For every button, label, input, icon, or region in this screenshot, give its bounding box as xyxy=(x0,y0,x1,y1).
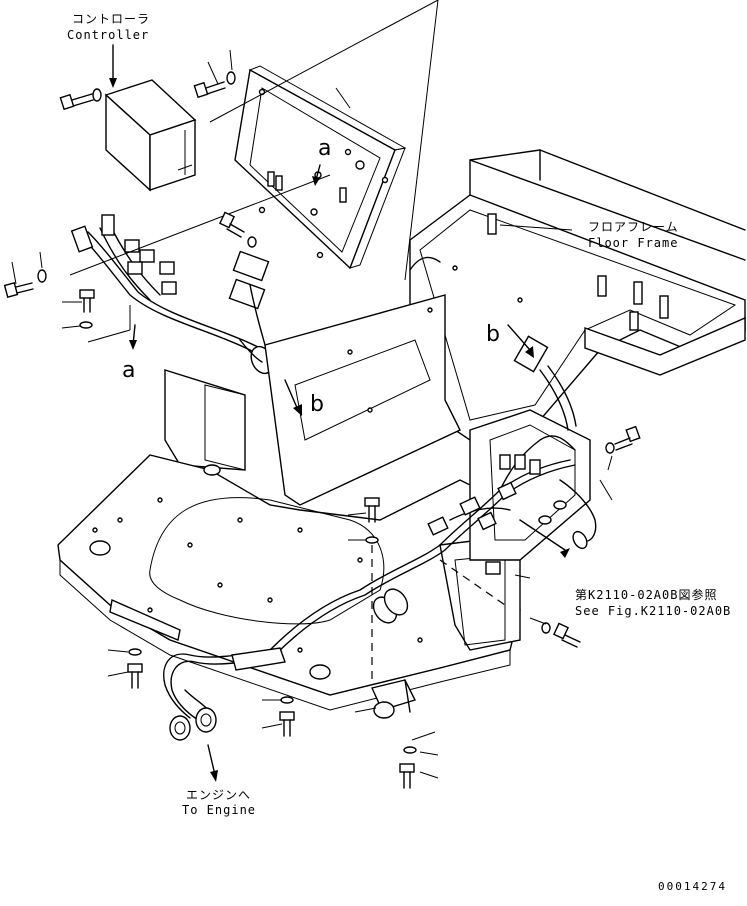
floor-frame xyxy=(409,149,746,441)
wire-harness-connectors xyxy=(70,214,294,386)
bolt-plate-center xyxy=(364,497,380,544)
callout-b-mid: b xyxy=(310,392,324,417)
callout-b-right: b xyxy=(486,322,500,347)
see-fig-label-en: See Fig.K2110-02A0B xyxy=(575,604,732,618)
callout-a-left: a xyxy=(122,358,136,383)
controller-arrowhead xyxy=(109,78,117,88)
harness-main xyxy=(269,335,597,656)
controller-label-en: Controller xyxy=(67,28,150,42)
callout-b-right-arrow xyxy=(507,324,531,351)
right-pillar xyxy=(439,409,591,651)
floor-frame-leader xyxy=(499,224,573,231)
engine-leader xyxy=(207,744,216,776)
to-engine-label-jp: エンジンへ xyxy=(186,788,252,802)
bolt-right-lower xyxy=(541,622,581,648)
callout-a-top: a xyxy=(318,136,332,161)
drawing-number: 00014274 xyxy=(658,880,727,893)
bolt-left-1 xyxy=(3,269,47,298)
see-fig-arrowhead xyxy=(560,548,570,558)
bolt-right-upper xyxy=(605,425,641,454)
controller-unit xyxy=(104,79,197,192)
bolt-bracket xyxy=(399,746,417,789)
bolt-left-2 xyxy=(79,289,95,329)
see-fig-label-jp: 第K2110-02A0B図参照 xyxy=(575,588,718,602)
left-pillar xyxy=(164,369,246,471)
bolt-controller-right xyxy=(193,71,236,99)
see-fig-leader xyxy=(519,519,566,551)
bolt-bottom-center xyxy=(279,696,295,737)
bolt-center-upper xyxy=(219,211,257,248)
bolt-lower-left xyxy=(127,648,143,689)
floor-frame-label-en: Floor Frame xyxy=(588,236,679,250)
harness-to-engine xyxy=(163,647,286,741)
floor-frame-label-jp: フロアフレーム xyxy=(588,220,679,234)
callout-b-mid-arrow xyxy=(284,379,299,411)
bolt-controller-left xyxy=(59,88,102,111)
mounting-panel xyxy=(234,65,407,270)
cab-support-panel xyxy=(264,256,461,506)
to-engine-label-en: To Engine xyxy=(182,803,257,817)
clamp-bracket xyxy=(371,679,416,719)
engine-arrowhead xyxy=(210,770,218,782)
controller-label-jp: コントローラ xyxy=(72,12,151,26)
